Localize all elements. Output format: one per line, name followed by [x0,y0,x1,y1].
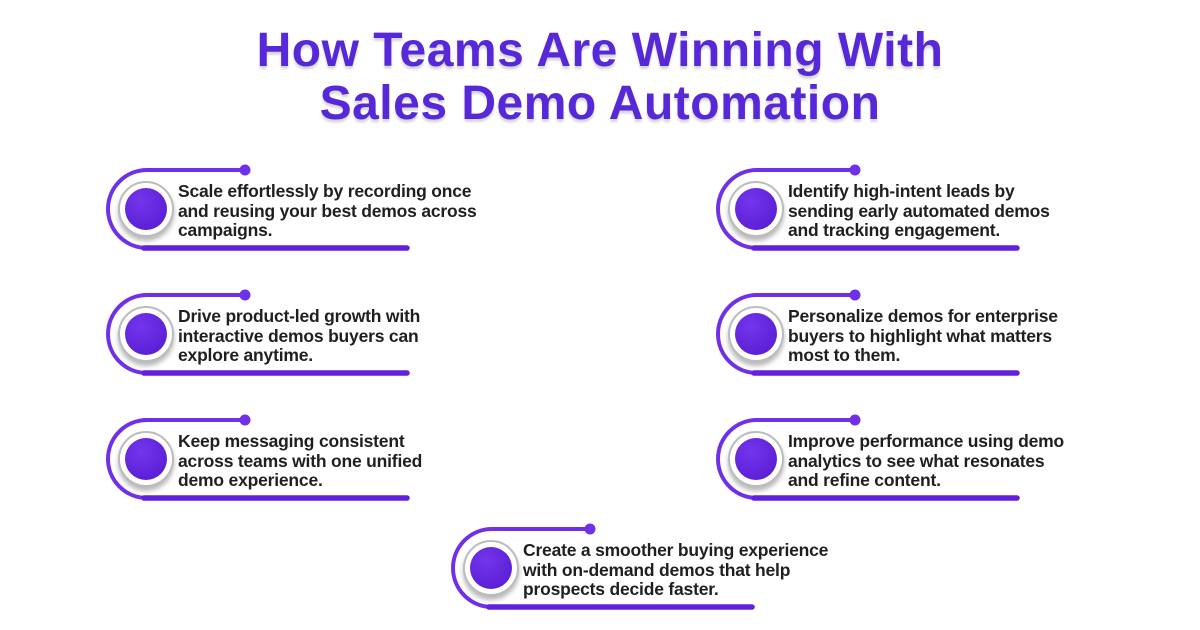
bullet-circle-fill [735,438,777,480]
bullet-circle-fill [735,313,777,355]
connector-line-icon [716,164,1020,251]
connector-line-icon [716,414,1020,501]
bullet-circle-fill [125,438,167,480]
bullet-circle-icon [728,306,784,362]
connector-line-icon [716,289,1020,376]
bullet-circle-fill [125,188,167,230]
benefit-item-text: Keep messaging consistent across teams w… [178,431,423,490]
connector-line-icon [451,523,755,610]
connector-line-icon [106,414,410,501]
bullet-circle-icon [728,181,784,237]
benefit-item-3: Drive product-led growth with interactiv… [100,282,520,386]
bullet-circle-icon [118,431,174,487]
benefit-item-6: Improve performance using demo analytics… [710,407,1130,511]
bullet-circle-icon [118,306,174,362]
benefit-item-text: Identify high-intent leads by sending ea… [788,181,1050,240]
bullet-circle-fill [735,188,777,230]
benefit-item-5: Keep messaging consistent across teams w… [100,407,520,511]
benefit-item-text: Improve performance using demo analytics… [788,431,1065,490]
bullet-circle-icon [728,431,784,487]
bullet-circle-icon [118,181,174,237]
bullet-circle-icon [463,540,519,596]
bullet-circle-fill [470,547,512,589]
benefit-item-1: Scale effortlessly by recording once and… [100,157,520,261]
connector-line-icon [106,164,410,251]
benefit-item-text: Personalize demos for enterprise buyers … [788,306,1058,365]
page-title: How Teams Are Winning With Sales Demo Au… [256,24,944,130]
benefit-item-4: Personalize demos for enterprise buyers … [710,282,1130,386]
benefit-item-2: Identify high-intent leads by sending ea… [710,157,1130,261]
benefit-item-text: Scale effortlessly by recording once and… [178,181,477,240]
benefit-item-7: Create a smoother buying experience with… [445,516,865,620]
bullet-circle-fill [125,313,167,355]
benefit-item-text: Create a smoother buying experience with… [523,540,829,599]
connector-line-icon [106,289,410,376]
benefit-item-text: Drive product-led growth with interactiv… [178,306,421,365]
